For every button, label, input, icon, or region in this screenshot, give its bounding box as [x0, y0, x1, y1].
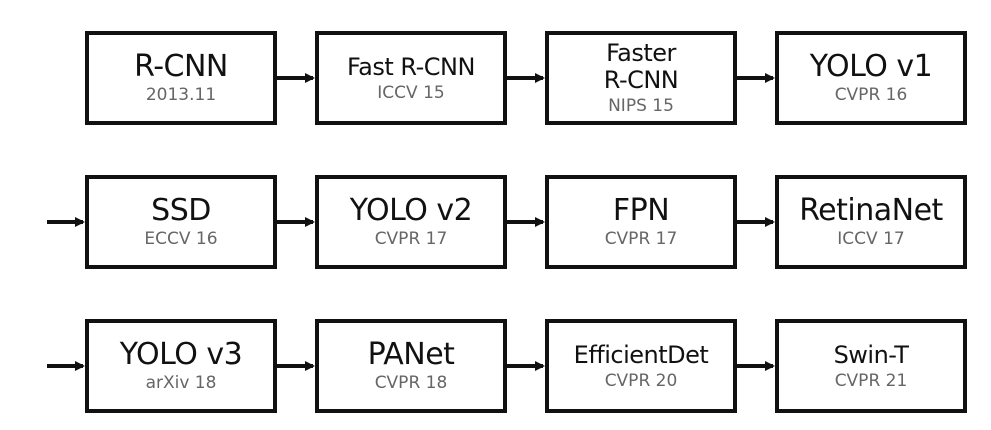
node-yolo-v3: YOLO v3 arXiv 18 — [85, 319, 277, 413]
node-title: FPN — [612, 193, 670, 228]
node-title: EfficientDet — [573, 341, 709, 369]
node-title: Swin-T — [833, 341, 909, 369]
node-title-line: Faster — [606, 39, 676, 67]
node-efficientdet: EfficientDet CVPR 20 — [545, 319, 737, 413]
node-title: Fast R-CNN — [347, 53, 475, 81]
node-panet: PANet CVPR 18 — [315, 319, 507, 413]
node-venue: NIPS 15 — [608, 96, 674, 116]
node-venue: CVPR 18 — [374, 373, 448, 393]
node-title: YOLO v1 — [809, 49, 933, 84]
node-title: RetinaNet — [799, 193, 943, 228]
node-yolo-v2: YOLO v2 CVPR 17 — [315, 175, 507, 269]
node-venue: CVPR 21 — [834, 371, 908, 391]
node-title: YOLO v3 — [119, 337, 243, 372]
node-title: PANet — [367, 337, 455, 372]
node-title: SSD — [151, 193, 211, 228]
node-venue: CVPR 17 — [374, 229, 448, 249]
node-venue: CVPR 16 — [834, 85, 908, 105]
node-venue: CVPR 17 — [604, 229, 678, 249]
node-rcnn: R-CNN 2013.11 — [85, 31, 277, 125]
node-venue: ICCV 17 — [837, 229, 905, 249]
node-retinanet: RetinaNet ICCV 17 — [775, 175, 967, 269]
node-venue: ICCV 15 — [377, 83, 445, 103]
node-title: R-CNN — [134, 49, 228, 84]
node-swin-t: Swin-T CVPR 21 — [775, 319, 967, 413]
node-venue: 2013.11 — [145, 85, 217, 105]
node-venue: ECCV 16 — [144, 229, 218, 249]
node-venue: CVPR 20 — [604, 371, 678, 391]
node-fpn: FPN CVPR 17 — [545, 175, 737, 269]
node-yolo-v1: YOLO v1 CVPR 16 — [775, 31, 967, 125]
node-ssd: SSD ECCV 16 — [85, 175, 277, 269]
node-title: YOLO v2 — [349, 193, 473, 228]
node-venue: arXiv 18 — [145, 373, 217, 393]
node-title-line: R-CNN — [603, 66, 679, 94]
node-fast-rcnn: Fast R-CNN ICCV 15 — [315, 31, 507, 125]
